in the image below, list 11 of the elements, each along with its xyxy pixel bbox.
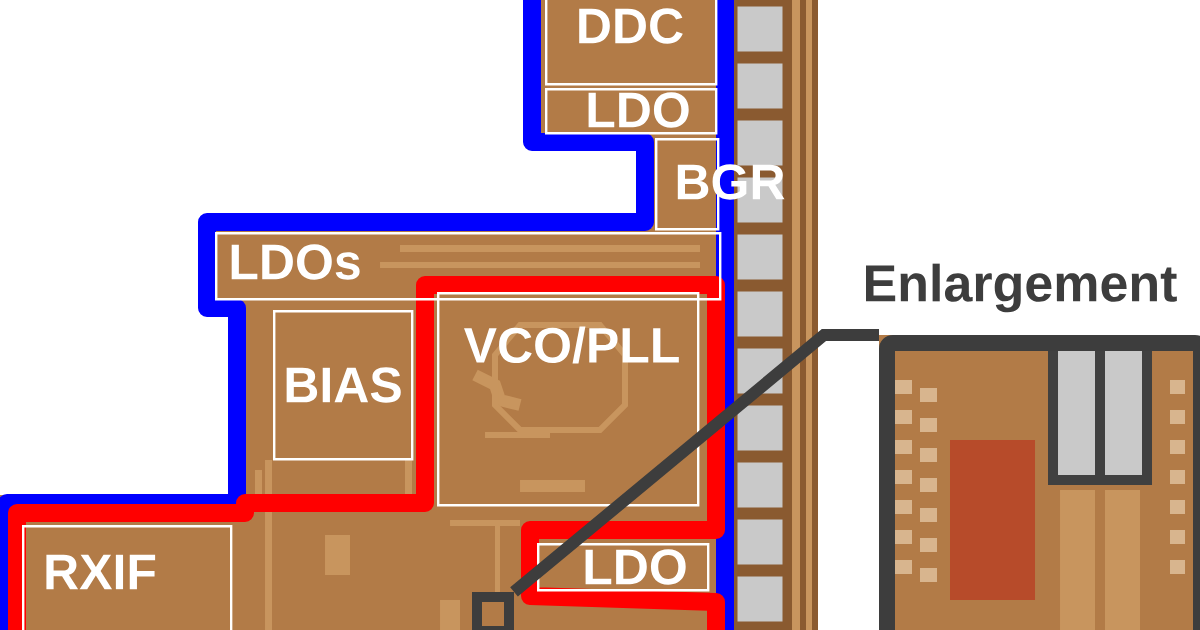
node-label: Enlargement (866, 263, 1177, 313)
circuit-block: DDC (545, 0, 718, 86)
circuit-block: LDOs (215, 232, 722, 301)
circuit-block: BIAS (273, 310, 414, 461)
circuit-block: RXIF (22, 525, 233, 630)
circuit-block: BGR (655, 138, 785, 231)
enlargement-panel: Enlargement (866, 263, 1200, 630)
circuit-block: VCO/PLL (437, 292, 700, 507)
circuit-block: LDO (545, 88, 718, 135)
circuit-block: LDO (537, 543, 710, 592)
leader-line (510, 329, 879, 597)
